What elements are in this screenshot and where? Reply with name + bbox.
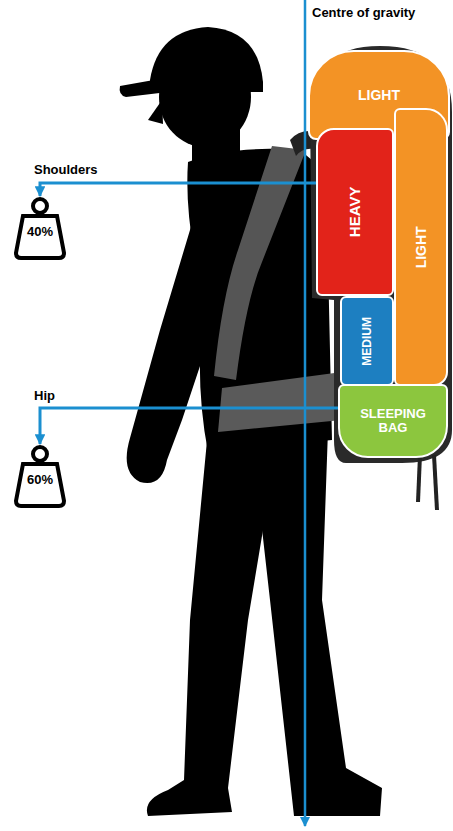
neck	[192, 128, 240, 172]
heavy-compartment: HEAVY	[316, 128, 394, 296]
arm	[127, 172, 244, 483]
centre-of-gravity-line	[304, 0, 307, 826]
front-leg	[147, 430, 278, 816]
line-label: Centre of gravity	[312, 5, 415, 20]
torso	[187, 149, 332, 452]
medium-compartment: MEDIUM	[340, 296, 394, 386]
weight-handle	[33, 199, 47, 213]
node-text: 40%	[27, 225, 53, 239]
node-text: LIGHT	[414, 226, 429, 268]
load-connector	[40, 183, 316, 196]
node-text: 60%	[27, 473, 53, 487]
connector-label: Hip	[34, 388, 55, 403]
weight-icon: 60%	[12, 444, 68, 508]
sleeping-bag-compartment: SLEEPING BAG	[338, 384, 448, 458]
weight-icon: 40%	[12, 196, 68, 260]
head	[159, 47, 251, 147]
load-connector	[40, 408, 338, 444]
back-leg	[252, 430, 382, 816]
node-text: SLEEPING BAG	[352, 407, 434, 434]
weight-body	[16, 216, 64, 258]
cap-visor	[120, 78, 168, 97]
node-text: LIGHT	[358, 88, 400, 103]
connector-label: Shoulders	[34, 162, 98, 177]
hanging-strap	[434, 455, 437, 510]
weight-handle	[33, 447, 47, 461]
cap	[150, 27, 263, 92]
hip-belt	[218, 372, 342, 432]
node-text: MEDIUM	[361, 317, 374, 366]
weight-body	[16, 464, 64, 506]
light-compartment: LIGHT	[394, 108, 448, 386]
hanging-strap	[418, 455, 420, 502]
node-text: HEAVY	[347, 187, 363, 238]
shoulder-strap	[214, 146, 306, 380]
nose	[148, 100, 163, 124]
